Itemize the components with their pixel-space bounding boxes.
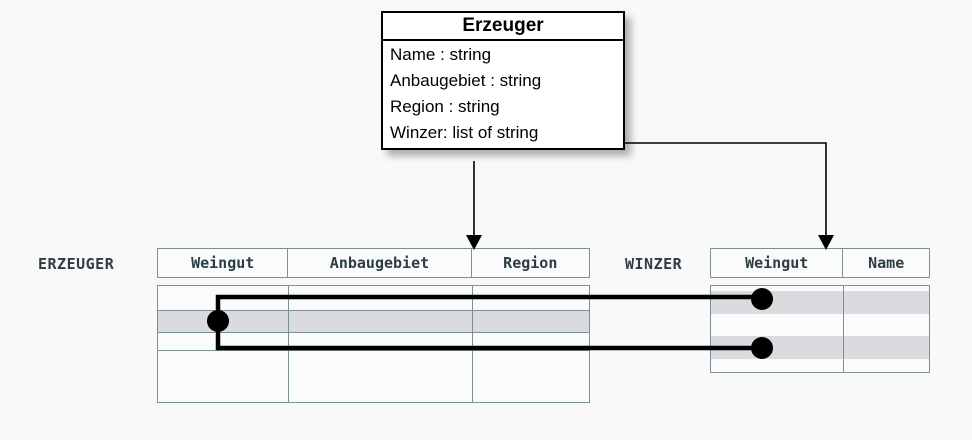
arrow-winzer-attribute-to-winzer-table	[602, 142, 834, 250]
table-row-spacer	[711, 286, 929, 291]
relation-label-erzeuger: ERZEUGER	[38, 255, 115, 273]
table-row-highlighted[interactable]	[158, 311, 589, 333]
table-cell-anbaugebiet[interactable]	[289, 351, 473, 402]
erzeuger-table-body	[157, 285, 590, 403]
table-row[interactable]	[711, 359, 929, 372]
uml-class-box-erzeuger: Erzeuger Name : string Anbaugebiet : str…	[381, 11, 625, 150]
table-cell-weingut[interactable]	[711, 336, 844, 359]
uml-attribute-name: Name : string	[390, 45, 492, 64]
table-cell-name[interactable]	[844, 336, 929, 359]
table-cell-weingut[interactable]	[158, 286, 289, 310]
table-cell-name[interactable]	[844, 359, 929, 372]
table-row-highlighted[interactable]	[711, 336, 929, 359]
uml-attribute-winzer: Winzer: list of string	[390, 123, 539, 142]
winzer-column-header-name: Name	[868, 254, 905, 272]
table-cell-region[interactable]	[473, 311, 589, 332]
erzeuger-column-header-region: Region	[503, 254, 558, 272]
table-row[interactable]	[158, 333, 589, 351]
winzer-table-body	[710, 285, 930, 373]
table-cell-anbaugebiet[interactable]	[289, 286, 473, 310]
uml-attribute-list: Name : string Anbaugebiet : string Regio…	[383, 41, 623, 148]
table-cell-weingut[interactable]	[711, 314, 844, 336]
table-cell-weingut[interactable]	[711, 359, 844, 372]
table-cell-region[interactable]	[473, 351, 589, 402]
table-row-highlighted[interactable]	[711, 291, 929, 314]
table-row[interactable]	[711, 314, 929, 336]
table-cell-weingut	[711, 286, 844, 291]
erzeuger-column-header-anbaugebiet: Anbaugebiet	[288, 249, 472, 277]
table-cell-weingut[interactable]	[158, 351, 289, 402]
table-cell-region[interactable]	[473, 286, 589, 310]
uml-class-name: Erzeuger	[383, 13, 623, 41]
table-cell-region[interactable]	[473, 333, 589, 350]
table-cell-anbaugebiet[interactable]	[289, 311, 473, 332]
relation-label-winzer: WINZER	[625, 255, 683, 273]
erzeuger-column-header-weingut: Weingut	[158, 249, 289, 277]
table-row[interactable]	[158, 351, 589, 402]
table-cell-weingut[interactable]	[158, 333, 289, 350]
arrow-class-to-erzeuger-table	[466, 161, 482, 250]
table-cell-weingut[interactable]	[711, 291, 844, 314]
uml-attribute-anbaugebiet: Anbaugebiet : string	[390, 71, 542, 90]
uml-attribute-region: Region : string	[390, 97, 500, 116]
winzer-column-header-weingut: Weingut	[711, 249, 844, 277]
table-cell-name[interactable]	[844, 291, 929, 314]
table-cell-weingut[interactable]	[158, 311, 289, 332]
table-row[interactable]	[158, 286, 589, 311]
table-cell-anbaugebiet[interactable]	[289, 333, 473, 350]
table-cell-name[interactable]	[844, 314, 929, 336]
erzeuger-table-header: Weingut Anbaugebiet Region	[157, 248, 590, 278]
winzer-table-header: Weingut Name	[710, 248, 930, 278]
